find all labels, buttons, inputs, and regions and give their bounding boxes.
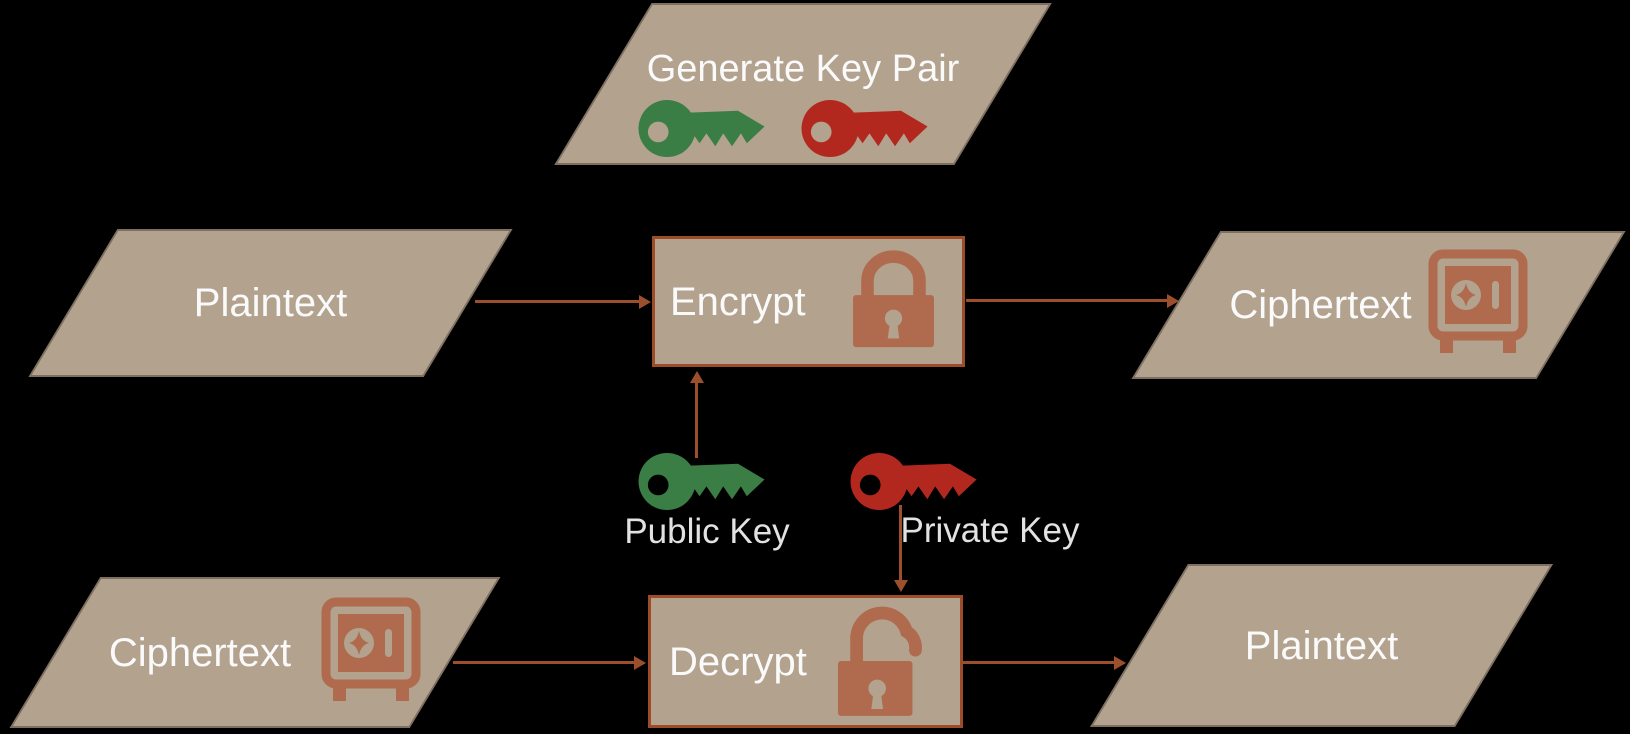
arrowhead-down <box>893 580 908 592</box>
node-generate-key-pair: Generate Key Pair <box>554 3 1052 165</box>
node-plaintext-input: Plaintext <box>28 229 513 377</box>
key-pair-icons <box>605 97 965 160</box>
red-key-icon <box>801 99 928 158</box>
arrow-private-key-to-decrypt <box>893 505 908 592</box>
node-ciphertext-input: Ciphertext <box>9 577 501 728</box>
node-decrypt: Decrypt <box>648 595 963 728</box>
generate-key-pair-label: Generate Key Pair <box>646 48 960 90</box>
arrow-ciphertext-to-decrypt <box>453 655 646 670</box>
private-key-icon <box>850 452 977 511</box>
private-key-label: Private Key <box>900 511 1080 550</box>
public-key-label: Public Key <box>624 512 790 551</box>
arrow-plaintext-to-encrypt <box>475 294 651 309</box>
safe-icon <box>321 597 421 701</box>
open-padlock-icon <box>838 606 922 716</box>
plaintext-input-label: Plaintext <box>193 281 348 325</box>
node-ciphertext-output: Ciphertext <box>1131 231 1626 379</box>
decrypt-label: Decrypt <box>669 639 807 684</box>
node-generate-key-pair-content: Generate Key Pair <box>605 5 1001 163</box>
arrow-public-key-to-encrypt <box>689 371 704 458</box>
closed-padlock-icon <box>853 249 934 347</box>
node-ciphertext-output-content: Ciphertext <box>1178 233 1579 377</box>
arrow-encrypt-to-ciphertext <box>966 293 1179 308</box>
node-plaintext-output: Plaintext <box>1090 564 1553 727</box>
node-plaintext-output-content: Plaintext <box>1141 566 1502 725</box>
arrowhead-right <box>634 655 646 670</box>
arrowhead-up <box>689 371 704 383</box>
public-key-icon <box>638 452 765 511</box>
node-plaintext-input-content: Plaintext <box>75 231 466 375</box>
encrypt-label: Encrypt <box>670 279 806 324</box>
safe-icon <box>1428 249 1528 353</box>
plaintext-output-label: Plaintext <box>1244 623 1399 668</box>
arrowhead-right <box>1114 655 1126 670</box>
arrow-decrypt-to-plaintext <box>963 655 1126 670</box>
ciphertext-output-label: Ciphertext <box>1229 283 1412 327</box>
ciphertext-input-label: Ciphertext <box>108 630 292 675</box>
node-ciphertext-input-content: Ciphertext <box>57 579 453 726</box>
arrowhead-right <box>639 294 651 309</box>
green-key-icon <box>638 99 765 158</box>
node-encrypt: Encrypt <box>652 236 965 367</box>
